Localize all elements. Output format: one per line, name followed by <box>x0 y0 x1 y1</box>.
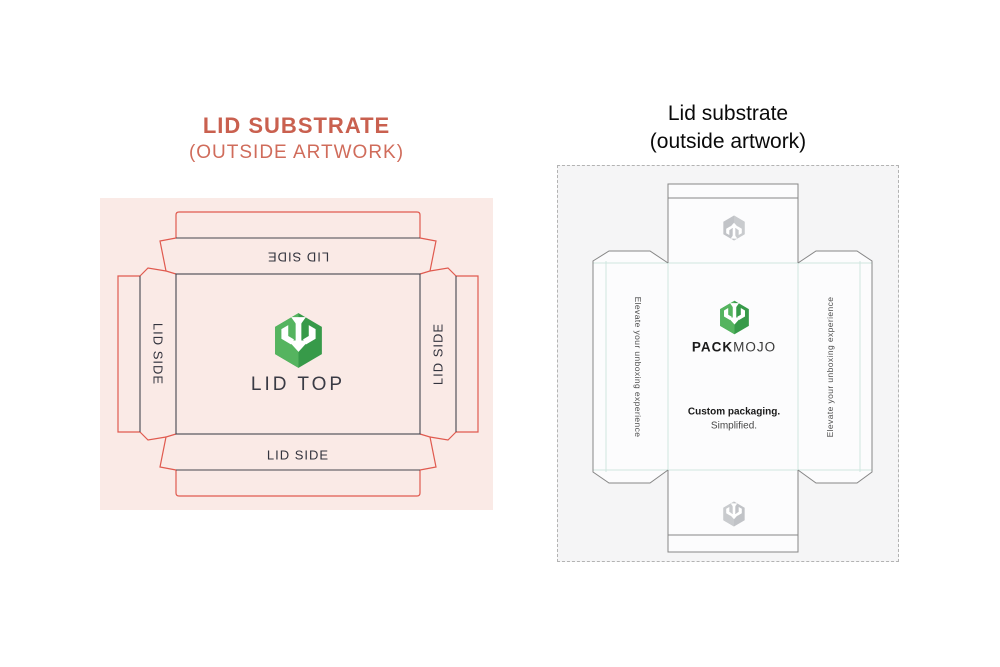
schematic-top-flap-label: LID SIDE <box>266 249 330 265</box>
tagline-line2: Simplified. <box>710 420 758 432</box>
lid-substrate-schematic: LID SIDE LID SIDE LID SIDE LID SIDE LID … <box>100 198 493 510</box>
cut-lines <box>117 211 479 497</box>
schematic-right-flap-label: LID SIDE <box>430 322 446 386</box>
schematic-bottom-flap-label: LID SIDE <box>266 447 330 463</box>
fold-lines <box>139 237 457 471</box>
packmojo-watermark-top-icon <box>721 215 747 241</box>
packmojo-cube-arrow-icon <box>717 300 752 335</box>
right-title-line2: (outside artwork) <box>649 130 807 153</box>
left-side-tagline: Elevate your unboxing experience <box>633 296 643 438</box>
schematic-left-flap-label: LID SIDE <box>150 322 166 386</box>
wordmark-mojo: MOJO <box>733 339 777 355</box>
packmojo-watermark-bottom-icon <box>721 501 747 527</box>
cut-lines <box>592 183 873 553</box>
right-title-line1: Lid substrate <box>667 102 789 125</box>
right-figure-title: Lid substrate (outside artwork) <box>557 100 899 156</box>
left-figure-title: LID SUBSTRATE (OUTSIDE ARTWORK) <box>100 112 493 166</box>
schematic-dieline-svg <box>117 211 479 497</box>
fold-lines <box>593 261 872 472</box>
right-side-tagline: Elevate your unboxing experience <box>825 296 835 438</box>
tagline-line1: Custom packaging. <box>687 406 781 418</box>
left-title-line1: LID SUBSTRATE <box>202 113 391 138</box>
lid-substrate-artwork: PACKMOJO Custom packaging. Simplified. E… <box>557 165 899 562</box>
packmojo-wordmark: PACKMOJO <box>692 340 776 355</box>
packmojo-cube-arrow-icon <box>270 312 327 369</box>
left-title-line2: (OUTSIDE ARTWORK) <box>188 142 405 163</box>
wordmark-pack: PACK <box>691 339 734 355</box>
schematic-center-label: LID TOP <box>250 374 346 395</box>
